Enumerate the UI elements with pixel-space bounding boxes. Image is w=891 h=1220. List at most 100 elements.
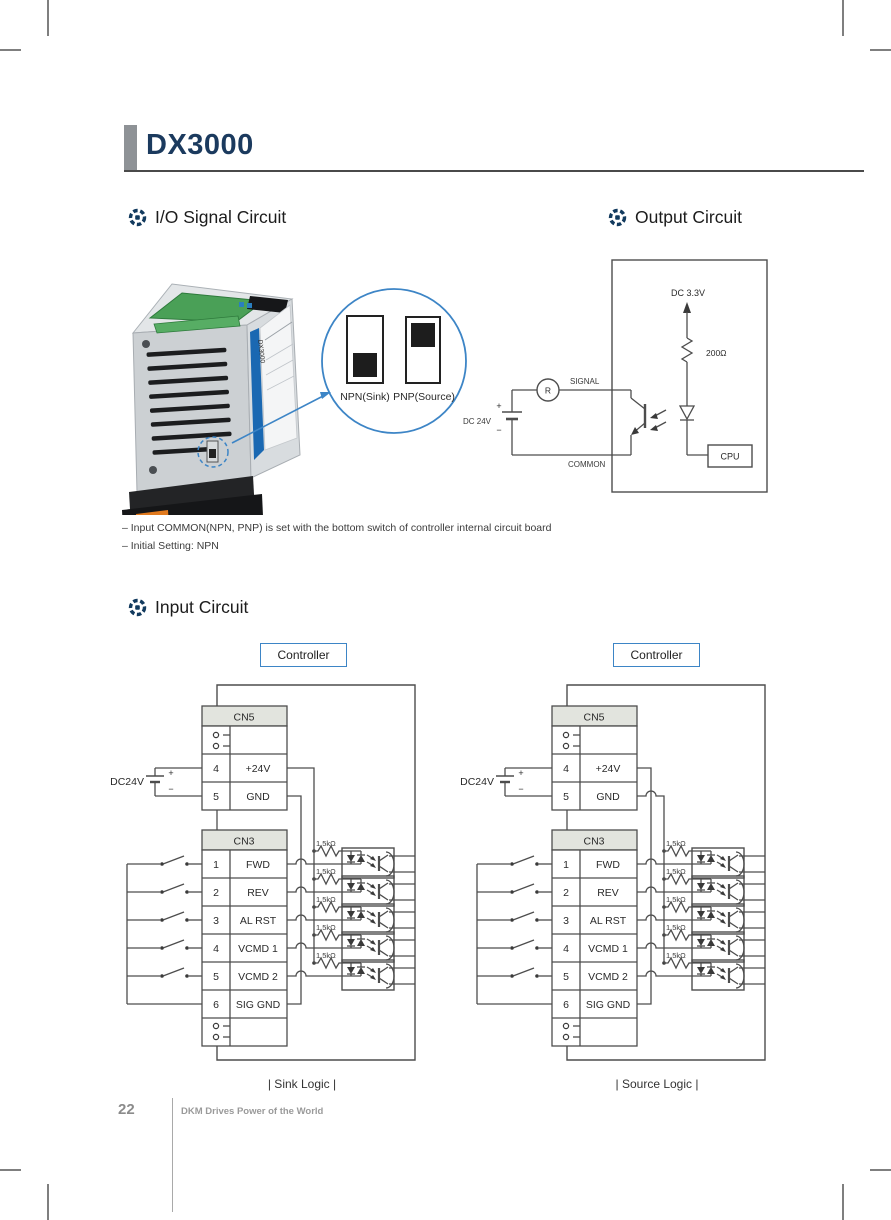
resistor-value: 1.5kΩ (316, 839, 336, 848)
sink-logic-diagram: CN5 4 +24V 5 GND (110, 684, 416, 1061)
cn3-title: CN3 (233, 836, 254, 848)
optocoupler (341, 903, 415, 935)
input-diagram-core: CN5 4 +24V 5 GND (110, 684, 416, 1061)
input-row: 1.5kΩ (127, 867, 415, 907)
common-label: COMMON (568, 460, 606, 469)
button (247, 303, 252, 308)
resistor-value: 200Ω (706, 348, 727, 358)
callout-circle (321, 288, 467, 434)
note-line: – Input COMMON(NPN, PNP) is set with the… (122, 522, 552, 534)
output-circuit-diagram: DC 3.3V 200Ω CPU (463, 259, 768, 493)
switch-bus (476, 864, 552, 1005)
optocoupler (341, 931, 415, 963)
footer-tagline: DKM Drives Power of the World (181, 1106, 324, 1117)
cn3-pin: 3 (213, 915, 219, 927)
crop-mark (0, 1169, 21, 1171)
target-icon (608, 208, 627, 227)
minus-sign: − (496, 425, 501, 435)
device-photo-illustration: DX3000 NPN(Sink) PNP(Source) (122, 283, 467, 515)
optocoupler (341, 875, 415, 907)
crop-mark (842, 1184, 844, 1220)
input-diagram-core-holder: CN5 4 +24V 5 GND (460, 684, 766, 1061)
caption-source-logic: | Source Logic | (615, 1077, 699, 1091)
target-icon (128, 598, 147, 617)
signal-label: SIGNAL (570, 377, 600, 386)
input-diagram-core: CN5 4 +24V 5 GND (460, 684, 766, 1061)
device-base (122, 494, 263, 515)
cn3-signal: REV (597, 887, 619, 899)
optocoupler (341, 959, 415, 991)
source-logic-diagram: CN5 4 +24V 5 GND (460, 684, 766, 1061)
crop-mark (870, 49, 891, 51)
section-header-output: Output Circuit (608, 207, 742, 228)
external-load: R (511, 378, 560, 412)
circuit-boundary (611, 259, 768, 493)
minus-sign: − (518, 784, 523, 794)
dc24v-source: + − DC24V (460, 767, 552, 797)
pnp-label: PNP(Source) (393, 391, 455, 403)
screw (142, 340, 150, 348)
vcc-label: DC 3.3V (671, 288, 705, 298)
page-title: DX3000 (146, 129, 254, 161)
resistor-value: 1.5kΩ (666, 951, 686, 960)
cn3-pin: 1 (213, 859, 219, 871)
optocoupler (691, 847, 765, 879)
supply-label: DC 24V (463, 417, 492, 426)
title-accent-bar (124, 125, 137, 170)
cn3-pin: 2 (563, 887, 569, 899)
cn3-pin: 6 (213, 999, 219, 1011)
cn3-signal: REV (247, 887, 269, 899)
controller-device: DX3000 (122, 283, 301, 515)
photodiode (678, 403, 696, 455)
input-row: 1.5kΩ (127, 951, 415, 991)
crop-mark (870, 1169, 891, 1171)
cn3-signal: SIG GND (236, 999, 281, 1011)
supply-label: DC24V (460, 776, 494, 788)
din-clip (136, 510, 169, 515)
page-number: 22 (118, 1101, 135, 1118)
cn3-signal: FWD (246, 859, 270, 871)
input-row: 1.5kΩ (127, 895, 415, 935)
cn5-title: CN5 (233, 712, 254, 724)
cn5-table: CN5 4 +24V 5 GND (551, 705, 638, 811)
cn5-pin: 5 (213, 791, 219, 803)
common-line: COMMON (512, 454, 631, 469)
switch-bus (126, 864, 202, 1005)
cn3-signal: VCMD 1 (588, 943, 628, 955)
cn5-table: CN5 4 +24V 5 GND (201, 705, 288, 811)
plus-sign: + (168, 768, 173, 778)
cn3-pin: 2 (213, 887, 219, 899)
cn5-signal: GND (246, 791, 270, 803)
cn3-signal: FWD (596, 859, 620, 871)
resistor-value: 1.5kΩ (666, 839, 686, 848)
cn3-pin: 6 (563, 999, 569, 1011)
plus-sign: + (518, 768, 523, 778)
resistor-value: 1.5kΩ (666, 867, 686, 876)
crop-mark (47, 0, 49, 36)
dashed-highlight-circle (197, 436, 229, 468)
supply-label: DC24V (110, 776, 144, 788)
input-row: 1.5kΩ (477, 895, 765, 935)
display-window (247, 296, 288, 313)
cn3-signal: VCMD 2 (238, 971, 278, 983)
controller-label: Controller (277, 648, 330, 662)
signal-line: SIGNAL (559, 377, 631, 391)
section-header-io-signal: I/O Signal Circuit (128, 207, 286, 228)
dc24v-battery: + − DC 24V (463, 401, 522, 455)
dc24v-source: + − DC24V (110, 767, 202, 797)
cn5-pin: 5 (563, 791, 569, 803)
screw (149, 466, 157, 474)
gnd-rail (287, 795, 302, 1005)
crop-mark (0, 49, 21, 51)
input-row: 1.5kΩ (477, 951, 765, 991)
cn3-table: CN3 1 FWD 2 REV 3 AL RST 4 (201, 829, 288, 1047)
controller-label: Controller (630, 648, 683, 662)
side-label-blue (250, 328, 264, 460)
cn5-title: CN5 (583, 712, 604, 724)
vent-slots (146, 347, 232, 455)
load-r-label: R (545, 386, 551, 396)
plus-sign: + (496, 401, 501, 411)
caption-sink-logic: | Sink Logic | (267, 1077, 337, 1091)
gnd-rail (637, 790, 665, 963)
